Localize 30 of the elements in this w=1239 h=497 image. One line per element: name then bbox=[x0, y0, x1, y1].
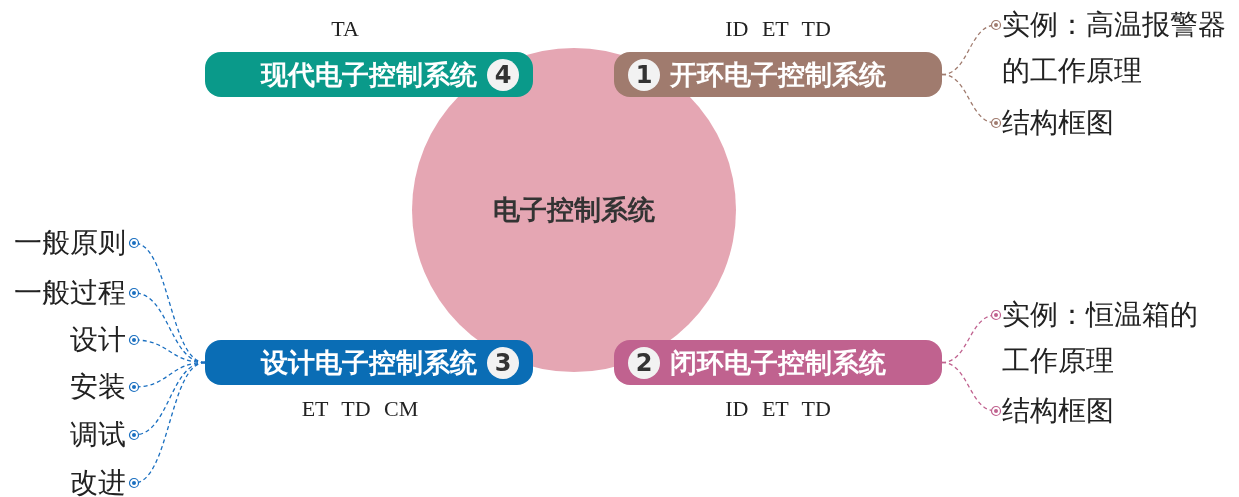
item-text: 一般过程 bbox=[14, 277, 126, 308]
connector-line bbox=[941, 361, 1002, 417]
topic-label: 闭环电子控制系统 bbox=[670, 345, 886, 380]
topic-pill bbox=[614, 52, 942, 97]
topic-pill bbox=[205, 52, 533, 97]
code-label: ID ET TD bbox=[724, 16, 832, 42]
topic-label: 现代电子控制系统 bbox=[261, 57, 477, 92]
item-text: 结构框图 bbox=[1002, 107, 1114, 138]
item-text: 调试 bbox=[70, 419, 126, 450]
item-text: 实例：高温报警器的工作原理 bbox=[1002, 9, 1226, 86]
item-text: 结构框图 bbox=[1002, 395, 1114, 426]
item-text: 实例：恒温箱的工作原理 bbox=[1002, 299, 1198, 376]
code-label: TA bbox=[330, 16, 360, 42]
topic-label: 设计电子控制系统 bbox=[261, 345, 477, 380]
topic-label: 开环电子控制系统 bbox=[670, 57, 886, 92]
topic-pill bbox=[614, 340, 942, 385]
connector-line bbox=[941, 73, 1002, 129]
number-badge: 1 bbox=[628, 58, 660, 91]
topic-pill bbox=[205, 340, 533, 385]
item-text: 一般原则 bbox=[14, 227, 126, 258]
code-label: ID ET TD bbox=[724, 396, 832, 422]
number-badge: 4 bbox=[487, 58, 519, 91]
number-badge: 3 bbox=[487, 346, 519, 379]
item-text: 安装 bbox=[70, 371, 126, 402]
circle-label: 电子控制系统 bbox=[493, 193, 655, 227]
code-label: ET TD CM bbox=[300, 396, 420, 422]
connector-line bbox=[128, 361, 206, 489]
item-text: 设计 bbox=[70, 324, 126, 355]
item-text: 改进 bbox=[70, 467, 126, 497]
number-badge: 2 bbox=[628, 346, 660, 379]
